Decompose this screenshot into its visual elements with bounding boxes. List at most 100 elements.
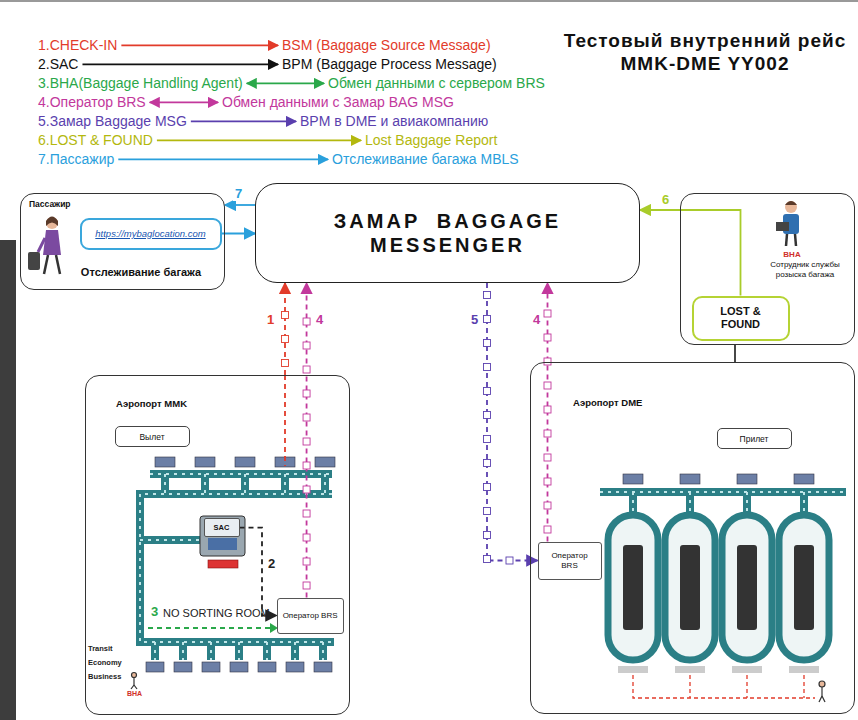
callout-number: 2	[266, 556, 277, 571]
message-envelope	[484, 484, 491, 491]
node-text: Отслеживание багажа	[61, 266, 221, 279]
callout-number: 4	[531, 312, 542, 327]
node-text: Пассажир	[29, 199, 139, 209]
operator-box: Оператор BRS	[277, 598, 344, 634]
zone-box: Прилет	[717, 428, 792, 449]
message-envelope	[544, 334, 551, 341]
node-text: Сотрудник службы розыска багажа	[761, 260, 849, 279]
message-envelope	[303, 510, 310, 517]
text-wrap: SAC	[214, 523, 230, 532]
legend-text: Обмен данными с сервером BRS	[328, 75, 545, 92]
node-text: BHA	[777, 250, 807, 260]
message-envelope	[282, 360, 289, 367]
node-text: Вылет	[139, 432, 164, 442]
message-envelope	[484, 532, 491, 539]
class-label: Transit	[88, 644, 113, 653]
node-text: LOST & FOUND	[718, 305, 763, 331]
handler-figure	[819, 681, 825, 702]
sac-machine	[200, 516, 245, 568]
legend-text: 6.LOST & FOUND	[38, 132, 153, 149]
message-envelope	[484, 436, 491, 443]
message-envelope	[303, 366, 310, 373]
message-envelope	[484, 364, 491, 371]
messenger-box: ЗАМАР BAGGAGE MESSENGER	[255, 183, 640, 283]
legend-arrow	[247, 83, 324, 85]
diagram-title: Тестовый внутренний рейс MMK-DME YY002	[558, 30, 852, 76]
checkin-counter	[146, 457, 335, 672]
message-envelope	[484, 316, 491, 323]
callout-number: 4	[314, 312, 325, 327]
node-text: Оператор BRS	[283, 611, 338, 621]
legend-arrow	[121, 45, 278, 47]
agent-label: BHA	[127, 690, 142, 698]
message-envelope	[544, 310, 551, 317]
legend-text: 1.CHECK-IN	[38, 37, 117, 54]
message-envelope	[506, 557, 513, 564]
text-wrap: LOST & FOUND	[718, 305, 763, 331]
arrival-counter	[623, 474, 814, 484]
message-envelope	[303, 582, 310, 589]
class-label: Economy	[88, 658, 122, 667]
agent-figure	[776, 201, 799, 246]
message-envelope	[484, 460, 491, 467]
message-envelope	[544, 454, 551, 461]
callout-number: 7	[233, 186, 244, 201]
node-text: https://mybaglocation.com	[95, 228, 205, 239]
callout-number: 1	[265, 312, 276, 327]
legend-text: 4.Оператор BRS	[38, 94, 146, 111]
legend-text: Lost Baggage Report	[365, 132, 497, 149]
message-envelope	[544, 502, 551, 509]
message-envelope	[303, 462, 310, 469]
operator-box: Оператор BRS	[538, 542, 602, 580]
passenger-figure	[28, 217, 61, 275]
text-wrap: https://mybaglocation.com	[95, 228, 205, 239]
legend-arrow	[118, 159, 328, 161]
zone-box: Вылет	[115, 426, 190, 447]
text-wrap: Прилет	[740, 434, 769, 444]
text-wrap: ЗАМАР BAGGAGE MESSENGER	[313, 209, 583, 257]
class-label: Business	[88, 672, 121, 681]
connector	[222, 233, 256, 235]
legend-text: BPM в DME и авиакомпанию	[300, 113, 488, 130]
conveyor-belt	[600, 492, 846, 515]
message-envelope	[484, 388, 491, 395]
checkin-lead	[284, 375, 286, 466]
legend-text: Отслеживание багажа MBLS	[332, 151, 519, 168]
url-box: https://mybaglocation.com	[80, 218, 222, 250]
legend-arrow	[150, 102, 218, 104]
message-envelope	[303, 486, 310, 493]
legend-text: 2.SAC	[38, 56, 78, 73]
message-envelope	[484, 340, 491, 347]
callout-number: 5	[469, 312, 480, 327]
message-envelope	[282, 336, 289, 343]
message-envelope	[484, 508, 491, 515]
message-envelope	[484, 556, 491, 563]
message-envelope	[303, 438, 310, 445]
message-envelope	[303, 534, 310, 541]
legend-arrow	[191, 121, 296, 123]
legend-text: BSM (Baggage Source Message)	[282, 37, 491, 54]
message-envelope	[484, 292, 491, 299]
node-text: Оператор BRS	[544, 551, 596, 570]
message-envelope	[484, 412, 491, 419]
legend-arrow	[82, 64, 278, 66]
frame-line	[0, 0, 858, 2]
legend-text: 3.BHA(Baggage Handling Agent)	[38, 75, 243, 92]
callout-number: 6	[660, 192, 671, 207]
passenger-panel: ПассажирОтслеживание багажа https://mybag…	[20, 193, 225, 290]
message-envelope	[303, 318, 310, 325]
text-wrap: Оператор BRS	[544, 551, 596, 570]
message-envelope	[303, 342, 310, 349]
message-envelope	[282, 312, 289, 319]
sac-box: SAC	[204, 518, 240, 537]
node-text: ЗАМАР BAGGAGE MESSENGER	[313, 209, 583, 257]
connector	[240, 528, 277, 616]
message-envelope	[303, 390, 310, 397]
message-envelope	[544, 382, 551, 389]
frame-strip	[0, 240, 16, 720]
connector	[734, 345, 736, 362]
legend-text: BPM (Baggage Process Message)	[282, 56, 497, 73]
airport-panel: Аэропорт MMKВылетSACОператор BRS	[85, 375, 350, 715]
connector	[640, 210, 741, 296]
